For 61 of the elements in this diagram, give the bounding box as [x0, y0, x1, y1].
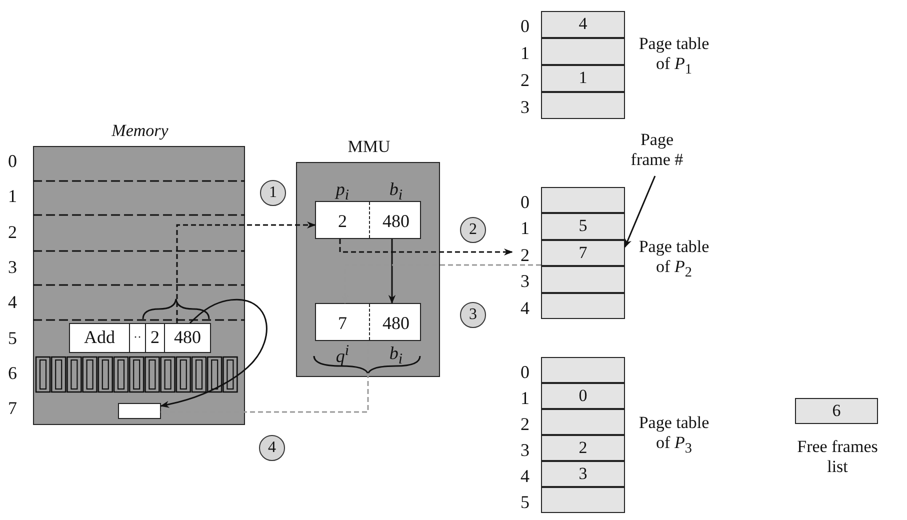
- row-number: 3: [520, 271, 530, 292]
- instruction-field: 2: [145, 324, 164, 352]
- row-number: 1: [520, 388, 530, 408]
- row-number: 0: [520, 362, 530, 382]
- table-caption: Page table of P$_{2}$: [638, 237, 710, 282]
- row-number: 3: [520, 440, 530, 460]
- step-number: 4: [259, 435, 285, 461]
- frame-number: 7: [8, 399, 17, 418]
- arrow: [176, 221, 316, 323]
- instruction-field: 480: [164, 324, 210, 352]
- table-caption: Page table of P$_{3}$: [638, 413, 710, 458]
- arrow: [339, 239, 513, 256]
- row-number: 4: [520, 466, 530, 486]
- frame-number: 1: [8, 187, 17, 206]
- frame-number: 6: [8, 364, 17, 382]
- row-number: 5: [520, 492, 530, 512]
- memory-word: [118, 403, 161, 419]
- address-field: 480: [372, 314, 420, 332]
- row-number: 1: [520, 43, 530, 64]
- address-field: 7: [316, 314, 369, 332]
- block-title: MMU: [346, 138, 392, 155]
- row-number: 2: [520, 414, 530, 434]
- field-label: b$_{i}$: [388, 180, 404, 204]
- entry-value: 0: [578, 386, 588, 405]
- curved-arrow: [160, 298, 268, 408]
- entry-value: 4: [578, 14, 588, 33]
- arrow: [388, 239, 396, 304]
- arrow: [624, 176, 656, 248]
- list-caption: Free frames list: [796, 437, 879, 478]
- frame-number: 3: [8, 258, 17, 276]
- frame-number: 5: [8, 328, 17, 346]
- row-number: 0: [520, 192, 530, 212]
- field-label: p$_{i}$: [334, 180, 350, 204]
- table-caption: Page table of P$_{1}$: [638, 34, 710, 79]
- entry-value: 2: [578, 438, 588, 457]
- entry-value: 7: [578, 242, 588, 262]
- entry-value: 1: [578, 68, 588, 87]
- address-field: 2: [316, 212, 369, 230]
- field-label: b$_{i}$: [388, 344, 404, 368]
- row-number: 4: [520, 298, 530, 318]
- row-number: 0: [520, 16, 530, 37]
- instruction-box: [69, 323, 211, 353]
- block-title: Memory: [110, 122, 170, 139]
- row-number: 2: [520, 70, 530, 91]
- row-number: 2: [520, 244, 530, 266]
- address-field: 480: [372, 212, 420, 230]
- entry-value: 6: [832, 401, 841, 420]
- frame-number: 2: [8, 222, 17, 241]
- row-number: 1: [520, 218, 530, 239]
- entry-value: 3: [578, 464, 588, 483]
- step-number: 2: [460, 217, 486, 243]
- row-number: 3: [520, 97, 530, 118]
- step-number: 1: [260, 180, 286, 206]
- callout-text: Page frame #: [622, 130, 692, 176]
- step-number: 3: [460, 302, 486, 328]
- instruction-field: ··: [129, 324, 145, 352]
- frame-number: 0: [8, 152, 17, 170]
- frame-number: 4: [8, 293, 17, 312]
- entry-value: 5: [578, 216, 588, 236]
- instruction-field: Add: [70, 324, 129, 352]
- field-label: q$^{i}$: [334, 344, 350, 365]
